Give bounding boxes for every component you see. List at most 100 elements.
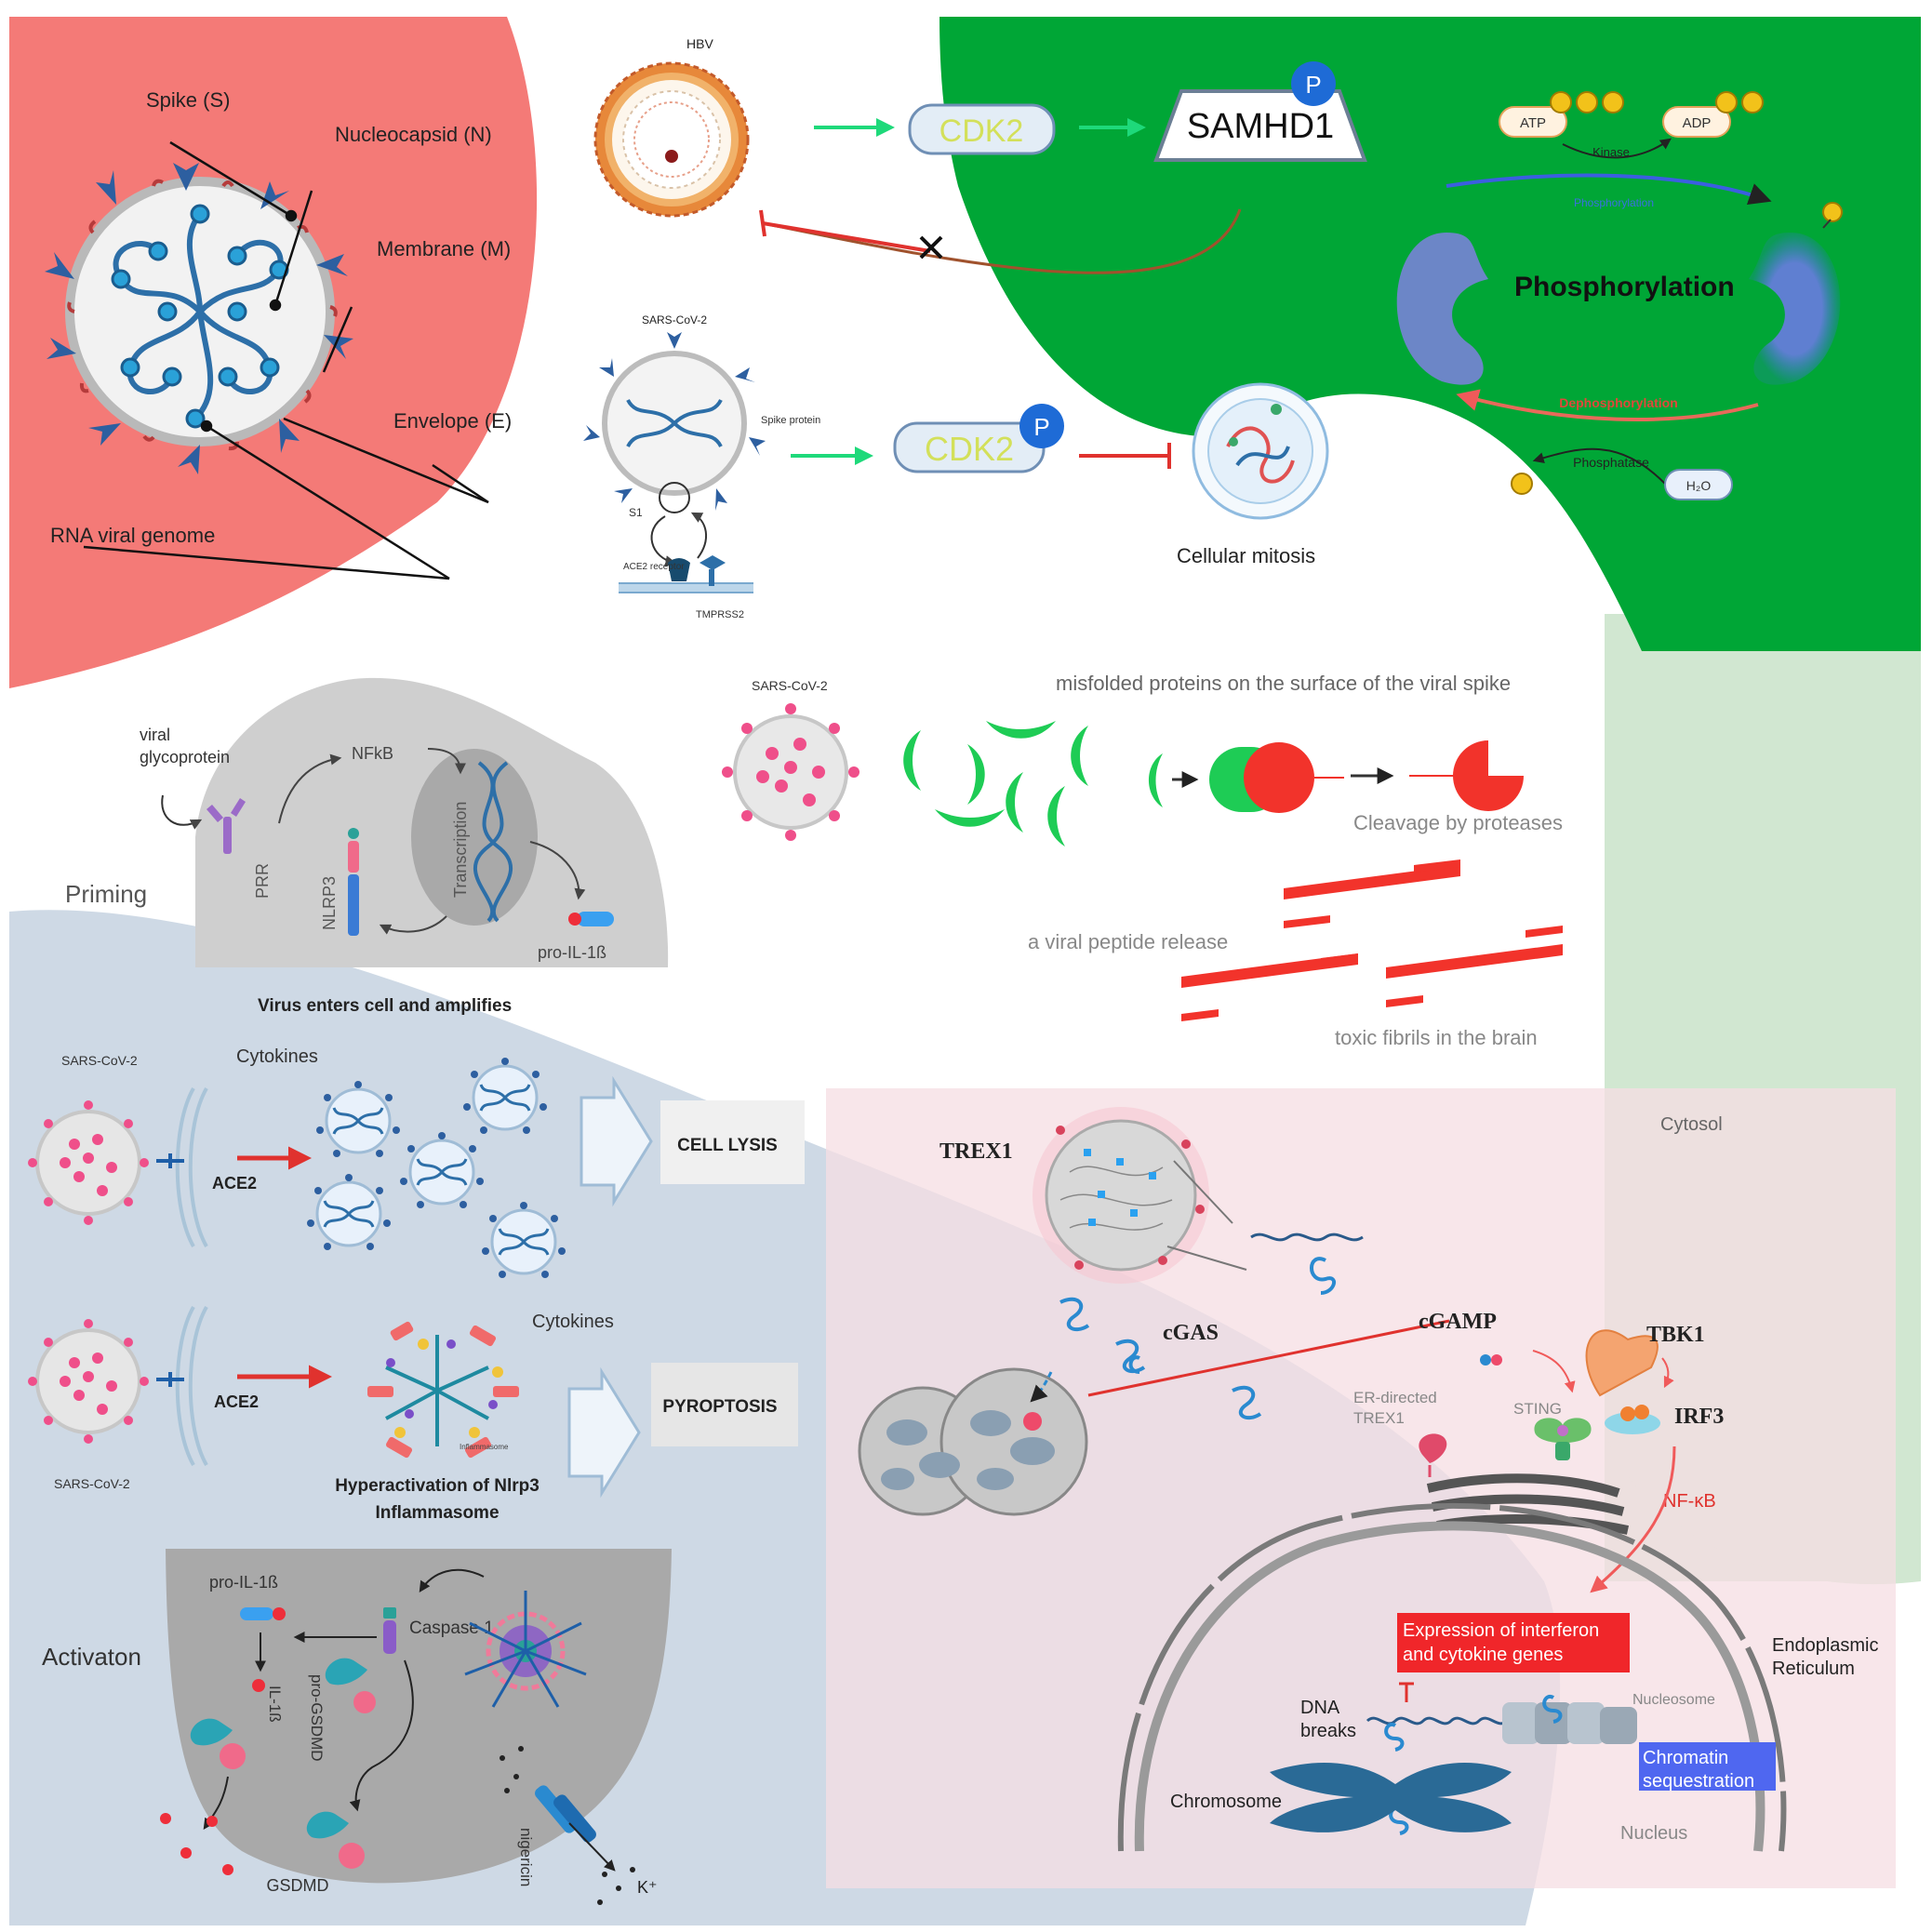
cgamp-molecule-icon	[1480, 1354, 1502, 1366]
priming-panel: Transcription viral glycoprotein PRR NFk…	[65, 677, 669, 1016]
gsdmd-icon	[306, 1811, 365, 1869]
lysis-membrane-1	[175, 1087, 195, 1247]
protein-icon-right	[1749, 233, 1841, 385]
cdk2-box-top	[908, 103, 1056, 155]
cgas-cgamp-line	[1087, 1319, 1450, 1397]
priming-nucleus-icon	[411, 749, 538, 926]
hbv-virus-icon	[593, 61, 750, 218]
chromatin-highlight	[1639, 1742, 1776, 1791]
trex1-label: TREX1	[939, 1139, 1013, 1164]
inflammasome-icon	[367, 1321, 519, 1459]
pro-gsdmd-icon	[325, 1658, 376, 1713]
cell-lysis-box	[660, 1100, 805, 1184]
ion-channel-icon	[535, 1785, 596, 1843]
hyper-label-2: Inflammasome	[375, 1503, 499, 1523]
fibrils-label: toxic fibrils in the brain	[1335, 1026, 1538, 1049]
nucleus-label: Nucleus	[1620, 1823, 1687, 1844]
pyro-ace2-label: ACE2	[214, 1392, 259, 1411]
activation-inflammasome-icon	[464, 1591, 587, 1708]
misfold-sars-label: SARS-CoV-2	[752, 678, 828, 693]
nlrp3-label: NLRP3	[320, 876, 339, 930]
misfolding-panel: SARS-CoV-2 misfolded proteins on the sur…	[722, 672, 1563, 1049]
act-pro-il1b-dot	[273, 1607, 286, 1620]
lysis-progeny-viruses	[305, 1056, 567, 1280]
hbv-label: HBV	[686, 36, 713, 51]
pro-gsdmd-label: pro-GSDMD	[308, 1674, 326, 1762]
zoom-dna-icon	[1250, 1232, 1364, 1242]
samhd1-phosphate-icon	[1291, 61, 1336, 106]
hbv-pathway-panel: HBV CDK2 SAMHD1 P	[593, 36, 1367, 274]
caspase-icon	[383, 1607, 396, 1654]
tbk1-icon	[1585, 1329, 1659, 1397]
er-label-1: Endoplasmic	[1772, 1635, 1879, 1656]
pro-il1b-label-act: pro-IL-1ß	[209, 1573, 278, 1592]
lysis-ace2-label: ACE2	[212, 1174, 257, 1193]
pyro-ace2-icon	[156, 1372, 184, 1387]
pyro-cytokines-label: Cytokines	[532, 1312, 614, 1332]
adp-phosphates	[1715, 91, 1764, 113]
peptide-fibrils	[1181, 859, 1563, 1021]
atp-phosphates	[1550, 91, 1624, 113]
s1-label: S1	[629, 506, 643, 519]
gsdmd-label: GSDMD	[267, 1876, 329, 1895]
pyroptosis-box	[651, 1363, 798, 1446]
inhibition-curve	[762, 208, 1242, 274]
samhd1-label: SAMHD1	[1187, 107, 1334, 146]
chromosome-label: Chromosome	[1170, 1792, 1282, 1812]
cytosol-label: Cytosol	[1660, 1114, 1723, 1135]
prr-receptor-icon	[207, 798, 246, 854]
cdk2-p-label: P	[1033, 413, 1049, 441]
viral-glyco-label-2: glycoprotein	[140, 748, 230, 766]
expression-label-1: Expression of interferon	[1403, 1620, 1599, 1641]
genome-label: RNA viral genome	[50, 524, 215, 547]
trex1-panel: Cytosol TREX1	[858, 1107, 1879, 1852]
dna-breaks-label-2: breaks	[1300, 1721, 1356, 1741]
il1b-dot	[252, 1679, 265, 1692]
pyro-virus-icon	[28, 1319, 149, 1444]
nfkb-to-nucleus-arrow	[427, 748, 466, 775]
released-il1b-dots	[160, 1813, 233, 1875]
phosphatase-label: Phosphatase	[1573, 455, 1649, 470]
caspase-to-gsdmd-arrow	[349, 1659, 414, 1812]
k-ion-dots	[500, 1746, 635, 1905]
hyper-label-1: Hyperactivation of Nlrp3	[335, 1476, 540, 1496]
transcription-label: Transcription	[451, 802, 470, 898]
s1-arrow-down	[650, 515, 677, 566]
gsdmd-pore-icon	[190, 1718, 246, 1769]
k-efflux-arrow	[568, 1822, 616, 1872]
samhd1-p-label: P	[1305, 71, 1321, 99]
prr-to-nfkb-arrow	[278, 753, 342, 824]
nfkb-to-nucleus-arrow	[1590, 1446, 1676, 1593]
bound-phosphate-link	[1822, 219, 1832, 229]
membrane-label: Membrane (M)	[377, 237, 511, 260]
pro-il1b-icon	[577, 912, 614, 926]
cdk2-label-bottom: CDK2	[925, 430, 1014, 468]
phosphatase-arrow	[1532, 447, 1666, 485]
cdk2-label-top: CDK2	[939, 113, 1024, 149]
tmprss2-label: TMPRSS2	[696, 609, 744, 620]
cgas-entry-arrow	[1030, 1371, 1053, 1403]
glyco-arrow	[161, 794, 203, 830]
prr-label: PRR	[253, 863, 272, 899]
phosphorylation-small-label: Phosphorylation	[1574, 196, 1654, 209]
h2o-box	[1664, 469, 1733, 500]
lysis-ace2-icon	[156, 1153, 184, 1168]
nucleus-dna-icon	[1366, 1716, 1509, 1725]
sting-label: STING	[1513, 1400, 1562, 1418]
kinase-label: Kinase	[1592, 145, 1630, 159]
zoom-line-1	[1173, 1160, 1233, 1224]
dephosphorylation-label: Dephosphorylation	[1559, 395, 1678, 410]
nucleosome-pair-icon	[858, 1367, 1088, 1516]
phosphorylation-title: Phosphorylation	[1514, 272, 1735, 302]
irf3-icon	[1605, 1405, 1660, 1434]
nucleus-icon	[1117, 1473, 1787, 1852]
er-trex1-label-2: TREX1	[1353, 1409, 1405, 1427]
lysis-hollow-arrow	[580, 1075, 653, 1207]
er-label-2: Reticulum	[1772, 1659, 1855, 1679]
nlrp3-icon	[348, 828, 359, 936]
cgas-enzyme-icons	[1059, 1297, 1262, 1420]
h2o-label: H₂O	[1686, 478, 1712, 493]
virus-enters-label: Virus enters cell and amplifies	[258, 996, 512, 1016]
cleavage-label: Cleavage by proteases	[1353, 811, 1563, 834]
priming-label: Priming	[65, 880, 147, 908]
